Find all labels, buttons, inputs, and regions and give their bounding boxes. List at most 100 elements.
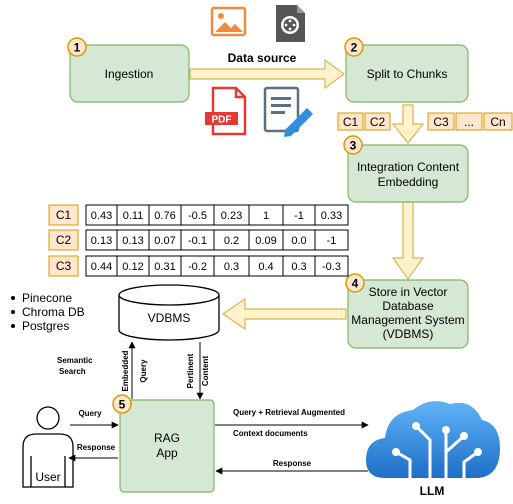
vector-db-item: Chroma DB — [22, 305, 85, 319]
svg-text:2: 2 — [351, 41, 358, 55]
vector-value: 0.3 — [224, 261, 239, 273]
step-store-box: Store in Vector Database Management Syst… — [347, 279, 469, 349]
step-embed-label-2: Embedding — [378, 175, 439, 189]
user-icon — [22, 406, 74, 488]
vector-db-item: Pinecone — [22, 291, 72, 305]
vdbms-cylinder: VDBMS — [118, 284, 220, 341]
vector-value: 0.76 — [154, 210, 175, 222]
llm-cloud-icon — [365, 401, 500, 480]
chunk-chip: C2 — [364, 112, 391, 131]
image-file-icon — [210, 6, 247, 37]
step-store-label-2: Database — [382, 299, 434, 313]
chunk-chip-label: C3 — [433, 115, 449, 129]
edge-label-llm-response: Response — [273, 459, 312, 468]
flow-arrow-ingestion-to-split — [189, 58, 346, 90]
vector-value: 0.12 — [122, 261, 143, 273]
vector-cell — [314, 229, 349, 251]
vector-value: 0.43 — [91, 210, 112, 222]
edge-label-content: Content — [201, 356, 210, 387]
vector-value: 0.07 — [154, 235, 175, 247]
video-file-icon — [276, 5, 305, 42]
svg-text:1: 1 — [74, 41, 81, 55]
step-store-label-1: Store in Vector — [369, 285, 448, 299]
svg-text:PDF: PDF — [212, 115, 232, 126]
edge-label-query: Query — [139, 359, 148, 383]
edge-label-user-query: Query — [78, 409, 102, 418]
step-ingestion-box: Ingestion — [69, 44, 190, 103]
vector-value: 0.13 — [122, 235, 143, 247]
step-store-label-3: Management System — [351, 313, 464, 327]
vector-value: 0.13 — [91, 235, 112, 247]
chunk-chip: C3 — [427, 112, 455, 131]
step-5-badge: 5 — [112, 394, 132, 414]
vector-row-label: C3 — [56, 259, 72, 273]
edge-label-pertinent: Pertinent — [186, 353, 195, 388]
step-3-badge: 3 — [343, 135, 363, 155]
vector-value: -0.3 — [322, 261, 341, 273]
step-embed-box: Integration Content Embedding — [347, 144, 469, 203]
document-edit-icon — [263, 86, 313, 137]
vector-row-label: C2 — [56, 233, 72, 247]
vector-cell — [314, 255, 349, 277]
vector-value: -0.5 — [188, 210, 207, 222]
edge-label-embedded: Embedded — [121, 350, 130, 391]
step-1-badge: 1 — [67, 37, 87, 57]
vector-value: 0.09 — [255, 235, 276, 247]
vector-value: -0.2 — [188, 261, 207, 273]
vector-row-chip — [48, 204, 79, 226]
step-store-label-4: (VDBMS) — [383, 327, 434, 341]
vector-value: -1 — [294, 210, 304, 222]
step-rag-label-2: App — [156, 446, 178, 460]
vector-cell — [314, 204, 349, 226]
step-rag-label-1: RAG — [154, 431, 180, 445]
edge-label-llm-query: Query + Retrieval Augmented — [233, 408, 345, 417]
llm-label: LLM — [420, 484, 445, 498]
vector-value: 0.33 — [321, 210, 342, 222]
vdbms-label: VDBMS — [148, 311, 191, 325]
vector-row-label: C1 — [56, 208, 72, 222]
data-source-label: Data source — [228, 51, 297, 65]
svg-text:4: 4 — [352, 277, 359, 291]
vector-value: 0.11 — [123, 210, 144, 222]
pdf-file-icon: PDF — [205, 86, 247, 136]
chunk-chips: C1 C2 C3... Cn — [337, 112, 513, 131]
vector-row-chip — [48, 255, 79, 277]
user-label: User — [35, 470, 60, 484]
vector-value: 0.23 — [221, 210, 242, 222]
step-split-label: Split to Chunks — [367, 67, 448, 81]
flow-arrow-split-to-embed — [391, 104, 425, 144]
vector-value: 0.4 — [258, 261, 273, 273]
chunk-chip-label: Cn — [490, 115, 505, 129]
chunk-chip-label: C1 — [343, 115, 359, 129]
edge-label-user-response: Response — [77, 443, 116, 452]
step-embed-label-1: Integration Content — [357, 160, 460, 174]
vector-value: 0.2 — [224, 235, 239, 247]
vector-row: C1 0.43 0.11 0.76 -0.5 0.23 1 -1 0.33 — [48, 204, 349, 226]
svg-text:5: 5 — [119, 398, 126, 412]
chunk-chip: Cn — [483, 112, 513, 131]
vector-value: -1 — [327, 235, 337, 247]
chunk-chip-label: C2 — [370, 115, 386, 129]
vector-row-chip — [48, 229, 79, 251]
chunk-chip: ... — [455, 112, 483, 131]
chunk-chip: C1 — [337, 112, 364, 131]
vector-value: 1 — [263, 210, 269, 222]
svg-text:3: 3 — [350, 139, 357, 153]
semantic-search-label: Semantic — [57, 356, 93, 365]
step-split-box: Split to Chunks — [345, 44, 469, 103]
vector-value: 0.3 — [291, 261, 306, 273]
flow-arrow-store-to-vdbms — [221, 297, 347, 331]
vector-db-list: Pinecone Chroma DB Postgres — [11, 291, 85, 333]
step-rag-box: RAG App — [119, 399, 215, 493]
step-4-badge: 4 — [345, 273, 365, 293]
vector-value: 0.0 — [291, 235, 306, 247]
step-2-badge: 2 — [344, 37, 364, 57]
chunk-chip-label: ... — [464, 115, 474, 129]
step-ingestion-label: Ingestion — [105, 67, 154, 81]
vector-value: 0.44 — [91, 261, 112, 273]
semantic-search-label: Search — [59, 367, 86, 376]
